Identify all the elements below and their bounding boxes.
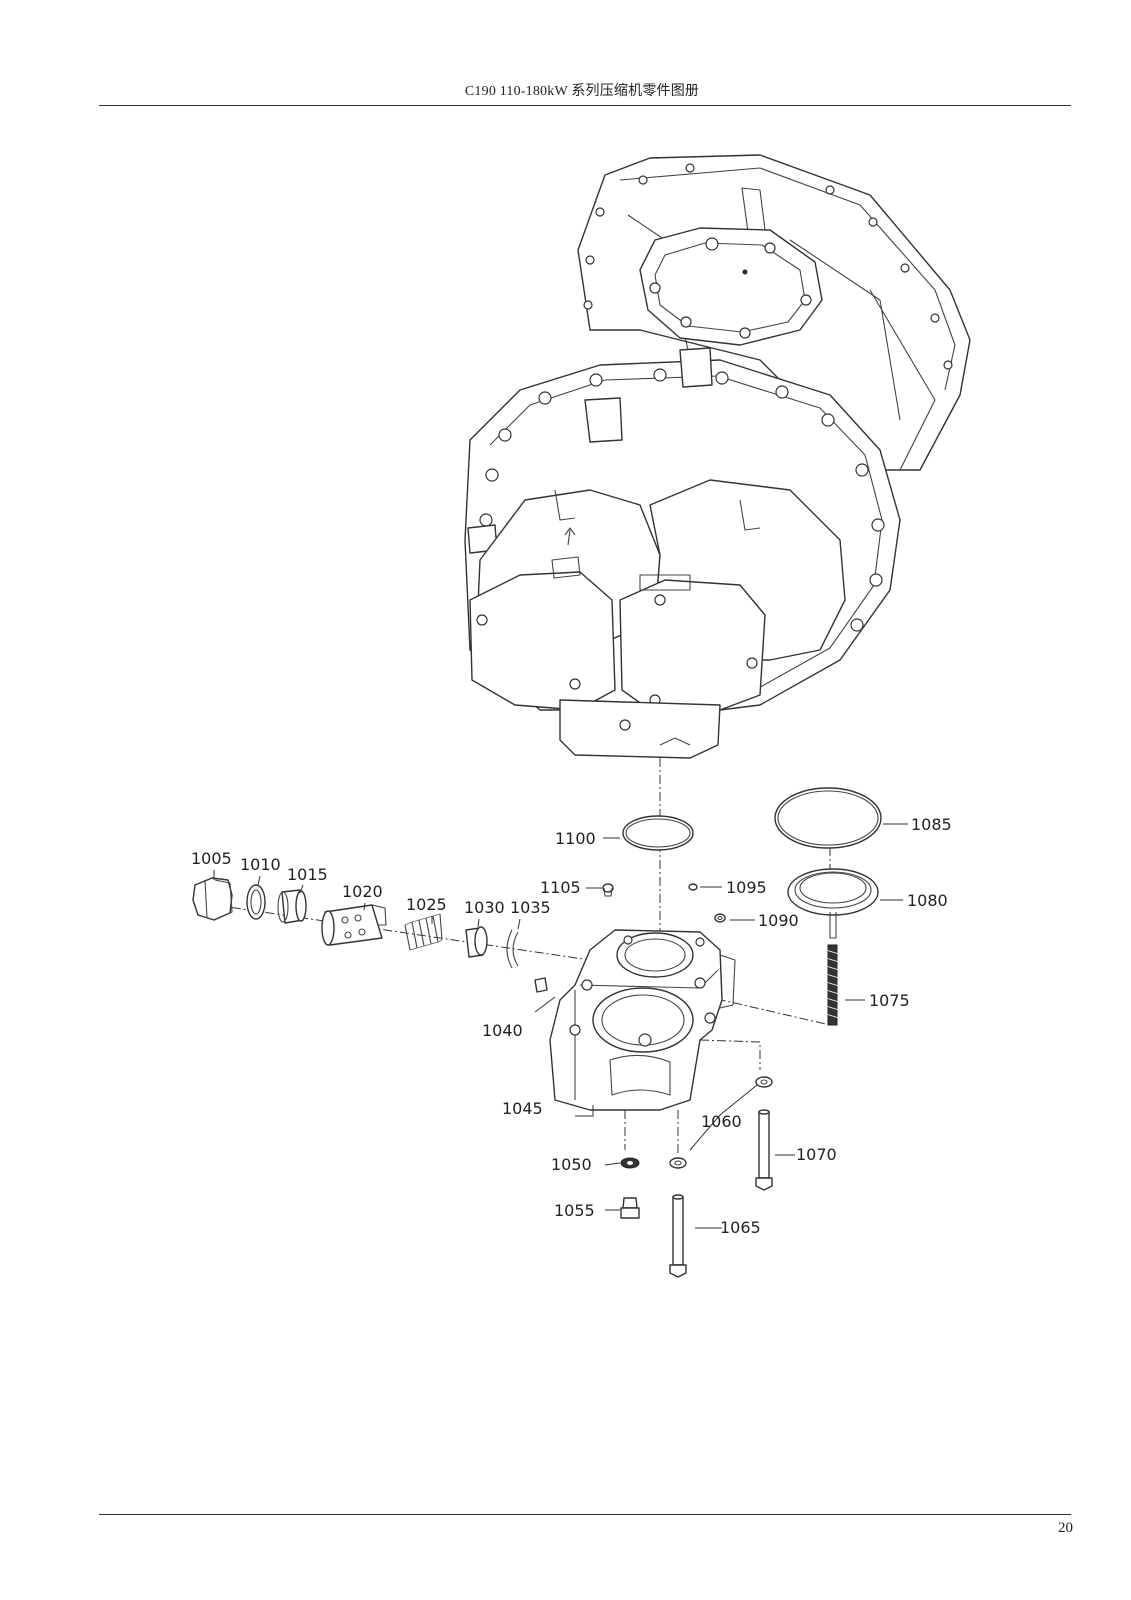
label-1020: 1020 bbox=[342, 882, 383, 901]
footer-rule bbox=[99, 1514, 1071, 1515]
part-1050-seal-washer bbox=[620, 1157, 640, 1169]
label-1085: 1085 bbox=[911, 815, 952, 834]
label-1060: 1060 bbox=[701, 1112, 742, 1131]
label-1065: 1065 bbox=[720, 1218, 761, 1237]
label-1080: 1080 bbox=[907, 891, 948, 910]
header-rule bbox=[99, 105, 1071, 106]
part-1100-oring bbox=[622, 815, 694, 851]
part-1090-washer bbox=[714, 913, 726, 923]
label-1015: 1015 bbox=[287, 865, 328, 884]
part-1060-washer-upper bbox=[755, 1076, 773, 1088]
part-1005-plug bbox=[192, 877, 233, 921]
part-1010-oring bbox=[246, 884, 266, 920]
label-1070: 1070 bbox=[796, 1145, 837, 1164]
part-1015-bushing bbox=[277, 889, 307, 924]
label-1050: 1050 bbox=[551, 1155, 592, 1174]
leader-lines bbox=[213, 823, 908, 1229]
part-1025-spring bbox=[404, 913, 443, 951]
part-1030-seal bbox=[465, 926, 488, 958]
label-1035: 1035 bbox=[510, 898, 551, 917]
part-1055-drain-plug bbox=[620, 1197, 640, 1219]
label-1030: 1030 bbox=[464, 898, 505, 917]
label-1075: 1075 bbox=[869, 991, 910, 1010]
label-1090: 1090 bbox=[758, 911, 799, 930]
part-labels: 1005 1010 1015 1020 1025 1030 1035 1040 … bbox=[191, 815, 952, 1237]
part-1080-valve-disc bbox=[787, 868, 879, 939]
label-1025: 1025 bbox=[406, 895, 447, 914]
center-lines bbox=[214, 758, 831, 1155]
label-1055: 1055 bbox=[554, 1201, 595, 1220]
page-number: 20 bbox=[1058, 1520, 1073, 1536]
label-1105: 1105 bbox=[540, 878, 581, 897]
label-1095: 1095 bbox=[726, 878, 767, 897]
label-1100: 1100 bbox=[555, 829, 596, 848]
part-1095-washer bbox=[688, 883, 698, 891]
label-1040: 1040 bbox=[482, 1021, 523, 1040]
compressor-housing-drawing bbox=[464, 154, 971, 759]
part-1020-piston bbox=[321, 904, 387, 946]
label-1005: 1005 bbox=[191, 849, 232, 868]
part-1040-set-screw bbox=[534, 977, 548, 993]
page-header-title: C190 110-180kW 系列压缩机零件图册 bbox=[464, 84, 700, 99]
part-1075-spring bbox=[825, 944, 840, 1026]
part-1065-bolt bbox=[669, 1194, 687, 1278]
part-1035-circlip bbox=[506, 929, 519, 969]
valve-block-drawing bbox=[549, 929, 736, 1111]
label-1010: 1010 bbox=[240, 855, 281, 874]
part-1085-oring bbox=[774, 787, 882, 849]
part-1105-plug bbox=[602, 883, 614, 897]
part-1060-washer-lower bbox=[669, 1157, 687, 1169]
label-1045: 1045 bbox=[502, 1099, 543, 1118]
part-1070-bolt bbox=[755, 1109, 773, 1191]
